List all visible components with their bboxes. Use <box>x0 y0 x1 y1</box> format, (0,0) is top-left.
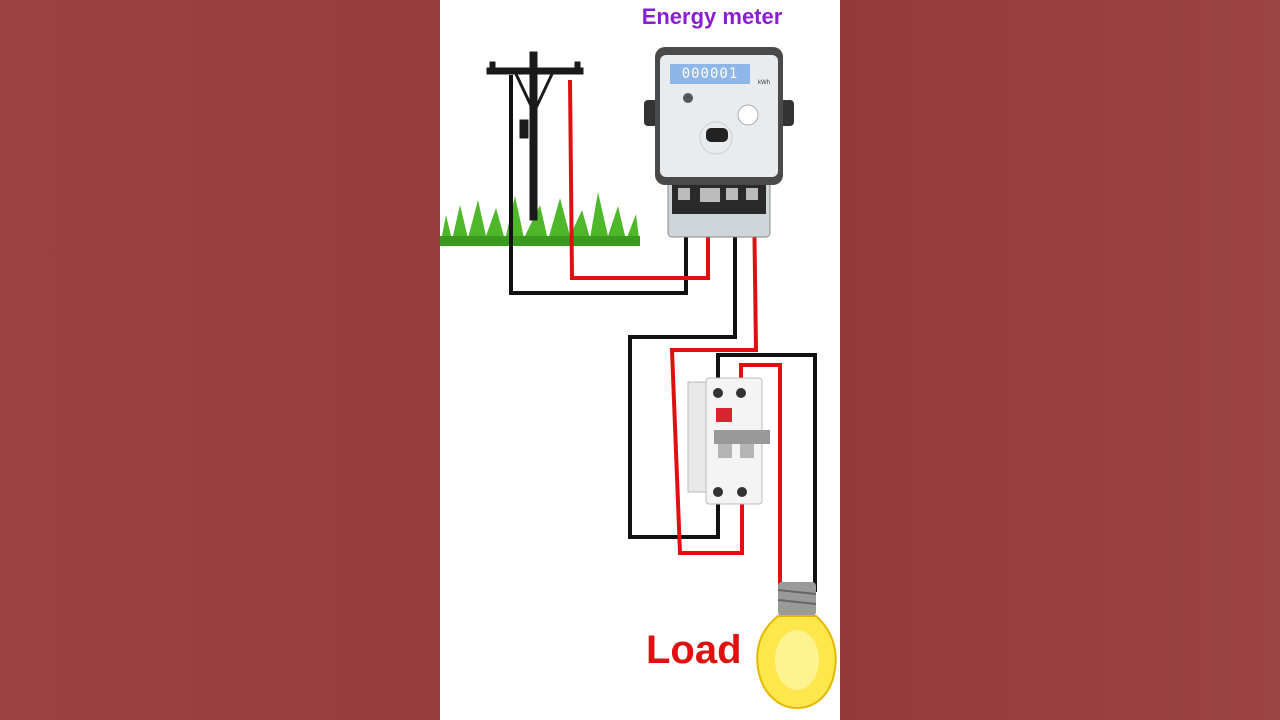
meter-display: 000001 <box>670 64 750 84</box>
left-background <box>0 0 440 720</box>
live-wire-meter-to-mcb <box>669 199 759 555</box>
energy-meter <box>644 47 794 238</box>
meter-unit: kWh <box>758 80 770 86</box>
light-bulb-icon <box>756 582 837 710</box>
neutral-wire-pole-to-meter <box>509 75 688 295</box>
live-wire-pole-to-meter <box>568 79 710 280</box>
grass <box>440 192 640 246</box>
mcb-breaker <box>687 377 770 505</box>
utility-pole-icon <box>486 51 584 221</box>
diagram-title: Energy meter <box>641 4 783 29</box>
load-label: Load <box>646 628 742 672</box>
neutral-wire-mcb-to-bulb <box>716 353 817 592</box>
neutral-wire-meter-to-mcb <box>628 200 737 539</box>
right-background <box>840 0 1280 720</box>
